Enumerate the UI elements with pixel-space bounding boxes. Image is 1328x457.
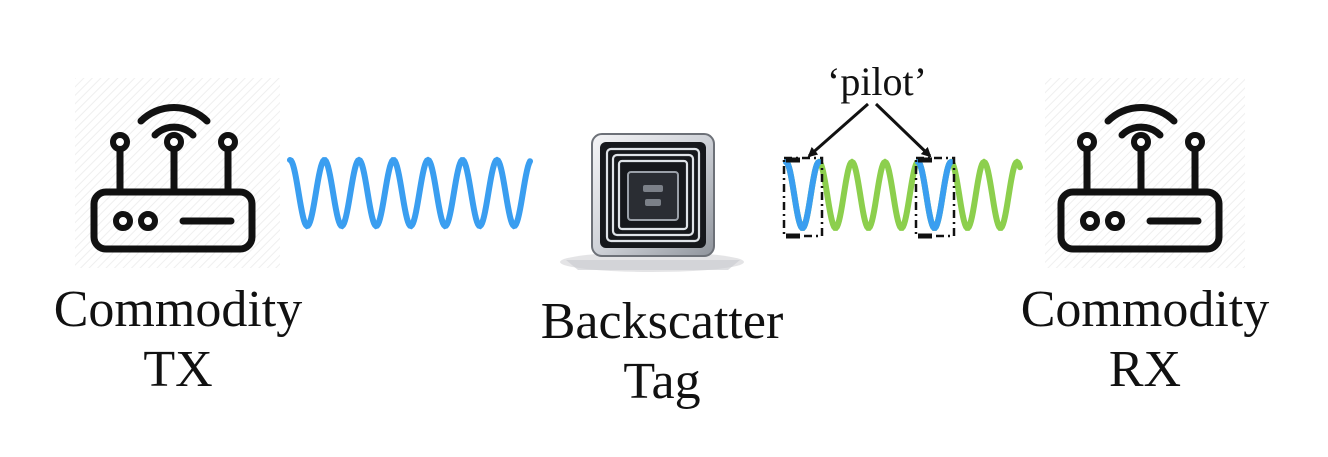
pilot-wave-segment (915, 159, 954, 231)
tx-label: Commodity TX (28, 280, 328, 400)
pilot-label: ‘pilot’ (827, 59, 927, 104)
tx-label-line2: TX (143, 341, 213, 398)
backscatter-wave (783, 158, 1023, 231)
tag-label: Backscatter Tag (512, 292, 812, 412)
incident-wave (287, 156, 533, 230)
pilot-wave-segment (783, 159, 822, 231)
tag-label-line2: Tag (623, 353, 701, 410)
pilot-box (914, 156, 956, 238)
pilot-arrow (874, 102, 932, 158)
rx-label-line1: Commodity (1020, 281, 1270, 338)
rx-label-line2: RX (1108, 341, 1182, 398)
pilot-arrow (807, 102, 869, 158)
rx-label: Commodity RX (995, 280, 1295, 400)
tag-label-line1: Backscatter (540, 293, 784, 350)
rx-router-icon (1045, 78, 1245, 268)
rfid-chip-icon (560, 133, 744, 272)
tx-router-icon (75, 78, 280, 268)
tx-label-line1: Commodity (53, 281, 303, 338)
pilot-box (782, 156, 824, 238)
